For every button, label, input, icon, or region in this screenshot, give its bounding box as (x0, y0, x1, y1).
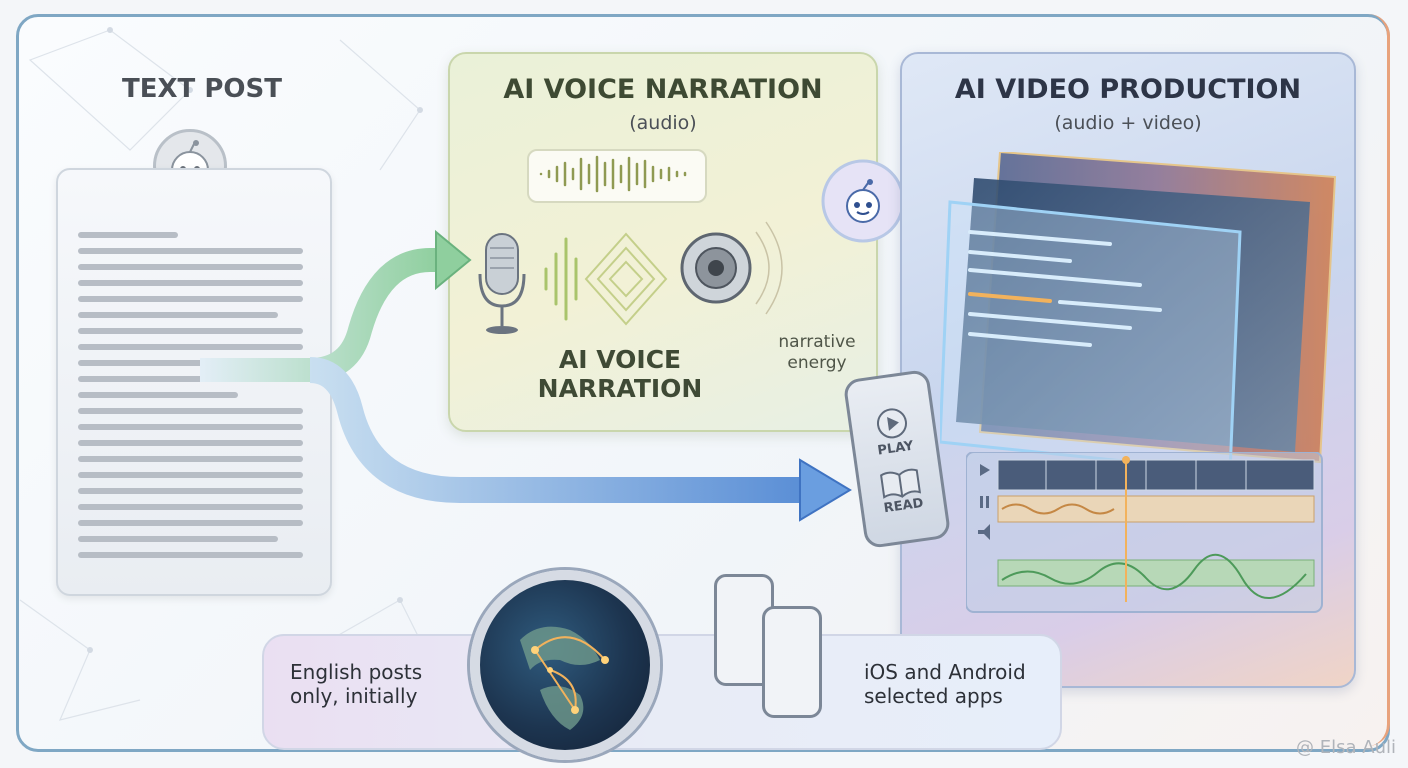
mic-and-wave (478, 232, 668, 334)
energy-line1: narrative (778, 332, 856, 352)
narration-label-line2: NARRATION (537, 374, 703, 403)
timeline-editor (966, 452, 1323, 613)
speaker-icon (680, 221, 783, 315)
narration-subtitle: (audio) (629, 112, 697, 134)
english-line2: only, initially (290, 684, 418, 708)
narration-label-line1: AI VOICE (558, 345, 682, 374)
bottom-info-panel (262, 634, 1062, 750)
phone-icon-front (762, 606, 822, 718)
platforms-line2: selected apps (864, 684, 1003, 708)
text-post-card (56, 168, 332, 596)
english-posts-note: English posts only, initially (290, 660, 422, 708)
book-icon (880, 468, 922, 499)
english-line1: English posts (290, 660, 423, 684)
narration-title: AI VOICE NARRATION (503, 74, 823, 105)
globe-icon (470, 570, 660, 760)
text-post-title: TEXT POST (122, 74, 282, 104)
video-layers (940, 152, 1337, 474)
platforms-note: iOS and Android selected apps (864, 660, 1026, 708)
waveform-bubble (527, 149, 707, 203)
energy-line2: energy (787, 353, 847, 373)
video-subtitle: (audio + video) (1054, 112, 1202, 134)
video-title: AI VIDEO PRODUCTION (954, 74, 1302, 105)
watermark: @ Elsa Auli (1296, 737, 1396, 758)
play-read-phone: PLAY READ (842, 368, 952, 550)
platforms-line1: iOS and Android (864, 660, 1026, 684)
flow-arrows (200, 229, 852, 522)
narrative-energy-label: narrative energy (762, 332, 872, 374)
